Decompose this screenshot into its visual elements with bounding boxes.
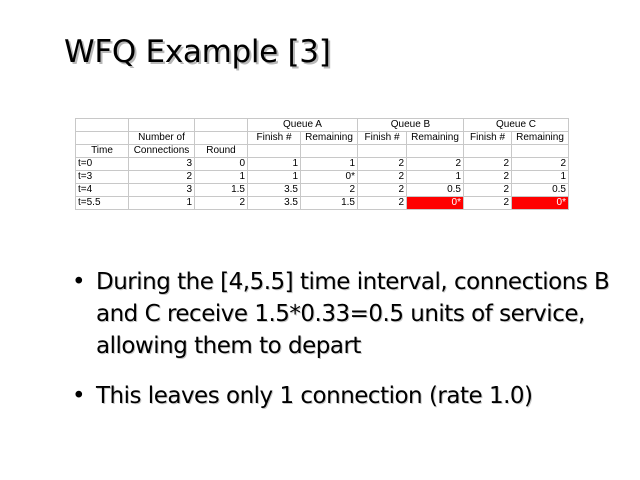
time-cell: t=3 [75, 170, 129, 184]
table-row: t=3 2 1 1 0* 2 1 2 1 [75, 170, 569, 184]
remaining-a-cell: 2 [300, 183, 358, 197]
connections-cell: 2 [128, 170, 195, 184]
empty-cell [75, 131, 129, 145]
round-cell: 0 [194, 157, 248, 171]
empty-cell [357, 144, 407, 158]
queue-a-header: Queue A [247, 118, 358, 132]
remaining-b-cell: 1 [406, 170, 464, 184]
time-cell: t=4 [75, 183, 129, 197]
finish-c-cell: 2 [463, 183, 512, 197]
remaining-b-header: Remaining [406, 131, 464, 145]
finish-b-cell: 2 [357, 170, 407, 184]
empty-cell [300, 144, 358, 158]
table-row: t=4 3 1.5 3.5 2 2 0.5 2 0.5 [75, 183, 569, 197]
empty-cell [194, 131, 248, 145]
empty-cell [463, 144, 512, 158]
queue-c-header: Queue C [463, 118, 569, 132]
table-header-row-1: Number of Finish # Remaining Finish # Re… [75, 131, 569, 145]
time-cell: t=0 [75, 157, 129, 171]
empty-cell [406, 144, 464, 158]
round-cell: 1 [194, 170, 248, 184]
round-cell: 1.5 [194, 183, 248, 197]
remaining-a-cell: 0* [300, 170, 358, 184]
finish-c-cell: 2 [463, 170, 512, 184]
empty-cell [128, 118, 195, 132]
empty-cell [511, 144, 569, 158]
finish-b-cell: 2 [357, 157, 407, 171]
slide-title: WFQ Example [3] [64, 34, 331, 70]
bullet-list: During the [4,5.5] time interval, connec… [72, 266, 612, 412]
finish-c-cell: 2 [463, 157, 512, 171]
bullet-item: During the [4,5.5] time interval, connec… [72, 266, 612, 362]
finish-c-cell: 2 [463, 196, 512, 210]
connections-cell: 1 [128, 196, 195, 210]
connections-cell: 3 [128, 157, 195, 171]
empty-cell [75, 118, 129, 132]
remaining-c-cell: 1 [511, 170, 569, 184]
table-header-row-2: Time Connections Round [75, 144, 569, 158]
table-row: t=5.5 1 2 3.5 1.5 2 0* 2 0* [75, 196, 569, 210]
connections-header-line2: Connections [128, 144, 195, 158]
remaining-b-cell: 0.5 [406, 183, 464, 197]
round-header: Round [194, 144, 248, 158]
finish-a-cell: 1 [247, 170, 301, 184]
remaining-a-cell: 1.5 [300, 196, 358, 210]
empty-cell [247, 144, 301, 158]
wfq-table: Queue A Queue B Queue C Number of Finish… [75, 118, 569, 210]
finish-a-cell: 3.5 [247, 183, 301, 197]
finish-a-cell: 3.5 [247, 196, 301, 210]
round-cell: 2 [194, 196, 248, 210]
time-header: Time [75, 144, 129, 158]
remaining-c-header: Remaining [511, 131, 569, 145]
table-group-header-row: Queue A Queue B Queue C [75, 118, 569, 132]
bullet-item: This leaves only 1 connection (rate 1.0) [72, 380, 612, 412]
queue-b-header: Queue B [357, 118, 464, 132]
finish-b-cell: 2 [357, 183, 407, 197]
remaining-b-cell: 2 [406, 157, 464, 171]
finish-a-cell: 1 [247, 157, 301, 171]
time-cell: t=5.5 [75, 196, 129, 210]
remaining-c-cell-highlighted: 0* [511, 196, 569, 210]
finish-a-header: Finish # [247, 131, 301, 145]
connections-header-line1: Number of [128, 131, 195, 145]
remaining-c-cell: 2 [511, 157, 569, 171]
empty-cell [194, 118, 248, 132]
remaining-b-cell-highlighted: 0* [406, 196, 464, 210]
remaining-c-cell: 0.5 [511, 183, 569, 197]
finish-b-cell: 2 [357, 196, 407, 210]
finish-c-header: Finish # [463, 131, 512, 145]
connections-cell: 3 [128, 183, 195, 197]
finish-b-header: Finish # [357, 131, 407, 145]
remaining-a-header: Remaining [300, 131, 358, 145]
remaining-a-cell: 1 [300, 157, 358, 171]
table-row: t=0 3 0 1 1 2 2 2 2 [75, 157, 569, 171]
